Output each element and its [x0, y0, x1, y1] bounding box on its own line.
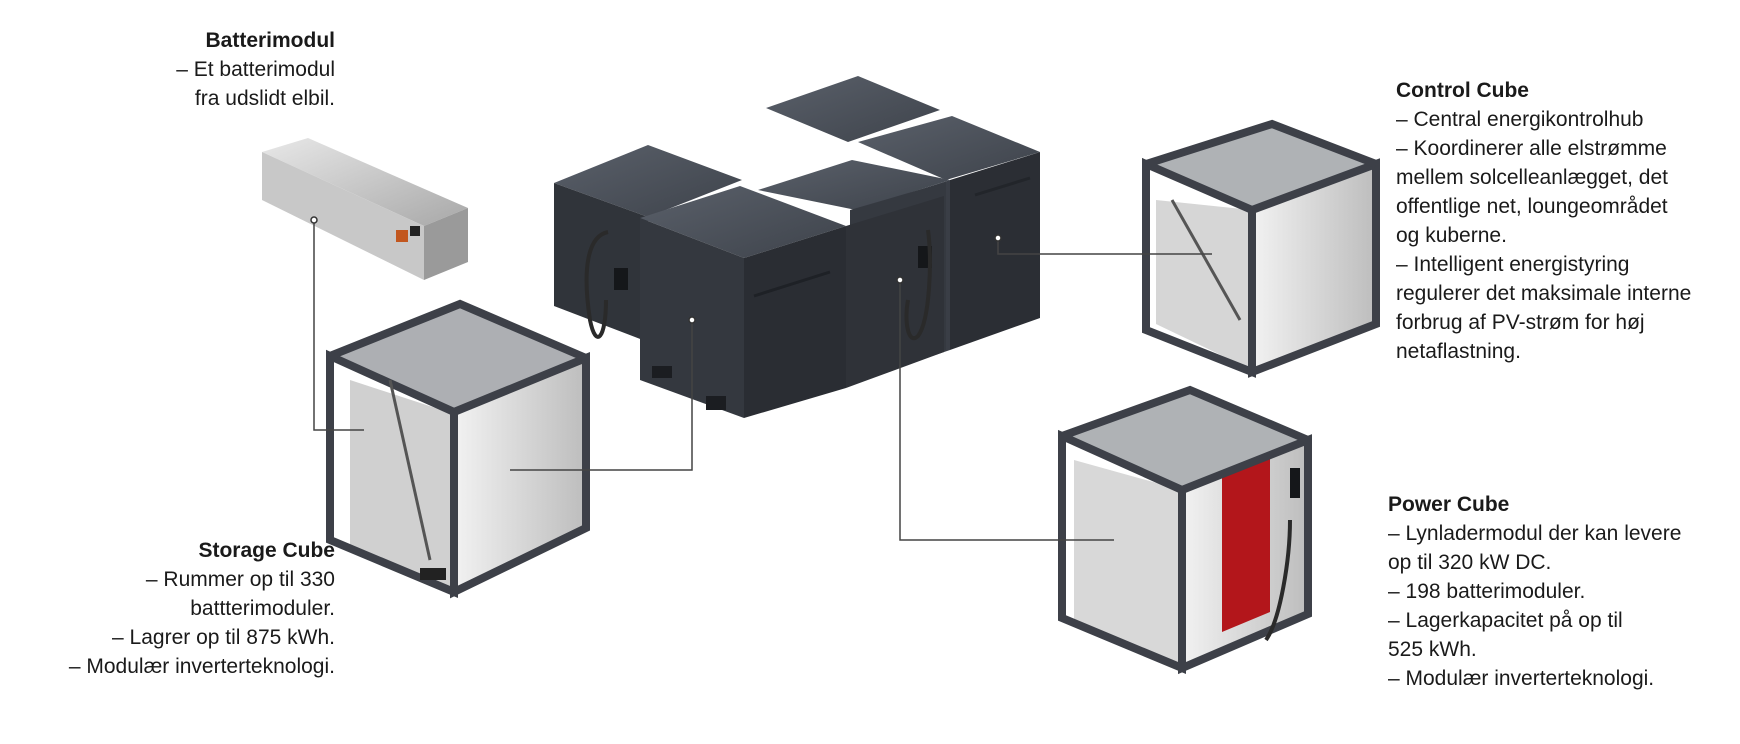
label-battery-module: Batterimodul – Et batterimodul fra udsli… [176, 26, 335, 113]
label-control-line: netaflastning. [1396, 340, 1521, 363]
label-power-line: – Lynladermodul der kan levere [1388, 522, 1682, 545]
power-red-module [1222, 458, 1270, 632]
cabinet-power-front [846, 196, 944, 388]
label-storage-line: – Modulær inverterteknologi. [68, 655, 335, 678]
label-control-cube: Control Cube – Central energikontrolhub … [1396, 76, 1691, 366]
cabinet-front-right-face [744, 226, 846, 418]
label-control-line: mellem solcelleanlægget, det [1396, 166, 1668, 189]
label-power-line: op til 320 kW DC. [1388, 551, 1552, 574]
label-storage-cube: Storage Cube – Rummer op til 330 battter… [69, 536, 335, 681]
battery-top [262, 138, 468, 226]
label-power-cube: Power Cube – Lynladermodul der kan lever… [1388, 490, 1681, 693]
label-control-line: offentlige net, loungeområdet [1396, 195, 1668, 218]
label-storage-line: – Rummer op til 330 [145, 568, 335, 591]
label-power-title: Power Cube [1388, 493, 1510, 516]
battery-right [424, 208, 468, 280]
label-power-line: – Modulær inverterteknologi. [1388, 667, 1655, 690]
battery-left [262, 152, 424, 280]
label-control-line: – Central energikontrolhub [1396, 108, 1644, 131]
cabinet-left-front [554, 183, 648, 342]
leader-control [997, 238, 1212, 255]
cabinet-back-top [766, 76, 940, 142]
label-control-line: – Intelligent energistyring [1396, 253, 1630, 276]
label-power-line: 525 kWh. [1388, 638, 1477, 661]
label-power-line: – Lagerkapacitet på op til [1388, 609, 1623, 632]
leader-battery [313, 220, 364, 431]
cabinet-mid-top [758, 160, 950, 210]
leader-dots [310, 216, 1002, 324]
leader-power [899, 280, 1114, 541]
cabinet-front-top [640, 186, 846, 258]
label-control-line: og kuberne. [1396, 224, 1507, 247]
label-control-line: forbrug af PV-strøm for høj [1396, 311, 1645, 334]
label-control-line: regulerer det maksimale interne [1396, 282, 1692, 305]
storage-cube-illustration [326, 299, 590, 599]
label-storage-line: – Lagrer op til 875 kWh. [112, 626, 335, 649]
label-battery-line: – Et batterimodul [176, 58, 335, 81]
leader-storage [510, 320, 693, 471]
label-storage-line: battterimoduler. [190, 597, 335, 620]
power-cube-illustration [1058, 385, 1312, 675]
cabinet-back-right-top [858, 116, 1040, 180]
label-power-line: – 198 batterimoduler. [1388, 580, 1586, 603]
label-battery-line: fra udslidt elbil. [194, 87, 335, 110]
control-cabinet-left-face [950, 152, 1040, 350]
label-control-line: – Koordinerer alle elstrømme [1396, 137, 1667, 160]
label-battery-title: Batterimodul [205, 29, 335, 52]
label-control-title: Control Cube [1396, 79, 1529, 102]
central-cube-assembly [554, 76, 1040, 418]
leader-lines [313, 220, 1212, 541]
label-storage-title: Storage Cube [198, 539, 335, 562]
battery-module-illustration [262, 138, 468, 280]
cabinet-left-top [554, 145, 742, 217]
control-cube-illustration [1142, 119, 1380, 378]
